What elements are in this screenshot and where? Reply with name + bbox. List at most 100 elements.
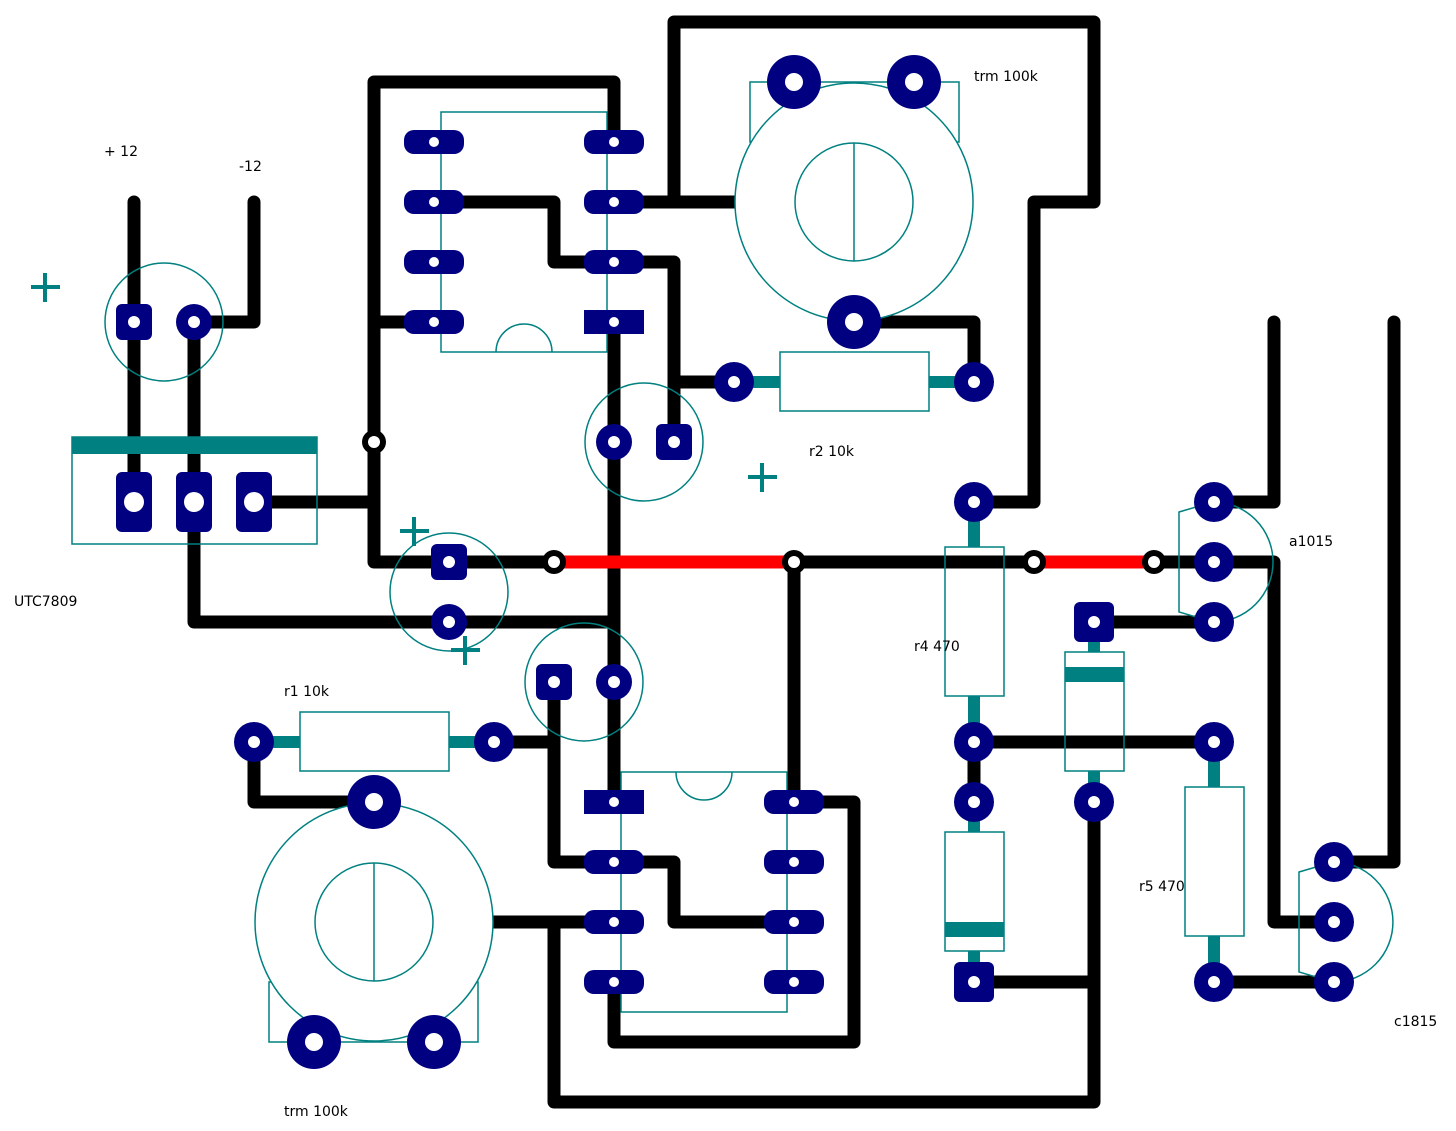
drill-hole bbox=[1208, 616, 1220, 628]
plus-icon bbox=[31, 273, 60, 302]
capacitor-outline bbox=[104, 262, 224, 382]
drill-hole bbox=[488, 736, 500, 748]
drill-hole bbox=[429, 197, 439, 207]
drill-hole bbox=[905, 73, 923, 91]
r4-body bbox=[944, 546, 1005, 697]
drill-hole bbox=[609, 977, 619, 987]
drill-hole bbox=[789, 797, 799, 807]
drill-hole bbox=[609, 797, 619, 807]
drill-hole bbox=[184, 492, 204, 512]
drill-hole bbox=[443, 616, 455, 628]
drill-hole bbox=[244, 492, 264, 512]
drill-hole bbox=[365, 793, 383, 811]
r1-body bbox=[299, 711, 450, 772]
label-r1: r1 10k bbox=[284, 684, 330, 700]
drill-hole bbox=[1328, 916, 1340, 928]
drill-hole bbox=[128, 316, 140, 328]
trace bbox=[427, 195, 741, 389]
drill-hole bbox=[789, 917, 799, 927]
drill-hole bbox=[429, 137, 439, 147]
d2-cathode-band bbox=[945, 922, 1004, 937]
labels: + 12 -12 UTC7809 trm 100k trm 100k r1 10… bbox=[14, 69, 1437, 1120]
drill-hole bbox=[785, 73, 803, 91]
plus-icon bbox=[451, 636, 480, 665]
drill-hole bbox=[668, 436, 680, 448]
silkscreen bbox=[71, 81, 1394, 1043]
trace bbox=[367, 75, 621, 449]
drill-hole bbox=[608, 676, 620, 688]
trace bbox=[547, 675, 801, 929]
drill-hole bbox=[789, 977, 799, 987]
label-trimmer-bottom: trm 100k bbox=[284, 1104, 349, 1120]
drill-hole bbox=[968, 796, 980, 808]
drills bbox=[124, 73, 1340, 1051]
ic2-outline bbox=[620, 771, 788, 1013]
capacitor-outline bbox=[389, 532, 509, 652]
drill-hole bbox=[548, 556, 560, 568]
drill-hole bbox=[429, 317, 439, 327]
pads bbox=[116, 55, 1354, 1069]
trace bbox=[607, 795, 861, 1049]
drill-hole bbox=[968, 376, 980, 388]
label-regulator: UTC7809 bbox=[14, 594, 77, 610]
drill-hole bbox=[1088, 616, 1100, 628]
trace bbox=[547, 795, 1101, 1109]
drill-hole bbox=[845, 313, 863, 331]
drill-hole bbox=[1028, 556, 1040, 568]
drill-hole bbox=[1208, 496, 1220, 508]
label-a1015: a1015 bbox=[1289, 534, 1333, 550]
d1-cathode-band bbox=[1065, 667, 1124, 682]
drill-hole bbox=[609, 137, 619, 147]
label-r4: r4 470 bbox=[914, 639, 960, 655]
drill-hole bbox=[188, 316, 200, 328]
drill-hole bbox=[609, 917, 619, 927]
label-c1815: c1815 bbox=[1394, 1014, 1437, 1030]
drill-hole bbox=[609, 857, 619, 867]
r2-body bbox=[779, 351, 930, 412]
trace bbox=[367, 435, 561, 569]
drill-hole bbox=[789, 857, 799, 867]
drill-hole bbox=[1148, 556, 1160, 568]
drill-hole bbox=[1088, 796, 1100, 808]
drill-hole bbox=[1328, 976, 1340, 988]
drill-hole bbox=[429, 257, 439, 267]
label-r5: r5 470 bbox=[1139, 879, 1185, 895]
drill-hole bbox=[1208, 976, 1220, 988]
drill-hole bbox=[368, 436, 380, 448]
drill-hole bbox=[788, 556, 800, 568]
regulator-tab bbox=[72, 437, 317, 454]
ic1-notch bbox=[495, 323, 553, 353]
trace bbox=[187, 195, 261, 329]
drill-hole bbox=[968, 496, 980, 508]
drill-hole bbox=[425, 1033, 443, 1051]
trace bbox=[667, 15, 1101, 509]
drill-hole bbox=[1328, 856, 1340, 868]
capacitor-outline bbox=[584, 382, 704, 502]
drill-hole bbox=[1208, 556, 1220, 568]
drill-hole bbox=[609, 197, 619, 207]
plus-icon bbox=[400, 517, 429, 546]
drill-hole bbox=[305, 1033, 323, 1051]
label-minus-12: -12 bbox=[239, 159, 262, 175]
capacitor-outline bbox=[524, 622, 644, 742]
r5-body bbox=[1184, 786, 1245, 937]
drill-hole bbox=[728, 376, 740, 388]
trace bbox=[1327, 315, 1401, 869]
drill-hole bbox=[124, 492, 144, 512]
drill-hole bbox=[968, 976, 980, 988]
drill-hole bbox=[248, 736, 260, 748]
label-r2: r2 10k bbox=[809, 444, 855, 460]
drill-hole bbox=[609, 317, 619, 327]
plus-icon bbox=[748, 463, 777, 492]
label-plus-12: + 12 bbox=[104, 144, 138, 160]
ic1-outline bbox=[440, 111, 608, 353]
drill-hole bbox=[968, 736, 980, 748]
drill-hole bbox=[443, 556, 455, 568]
drill-hole bbox=[609, 257, 619, 267]
drill-hole bbox=[1208, 736, 1220, 748]
drill-hole bbox=[548, 676, 560, 688]
trace bbox=[1207, 315, 1281, 509]
drill-hole bbox=[608, 436, 620, 448]
label-trimmer-top: trm 100k bbox=[974, 69, 1039, 85]
